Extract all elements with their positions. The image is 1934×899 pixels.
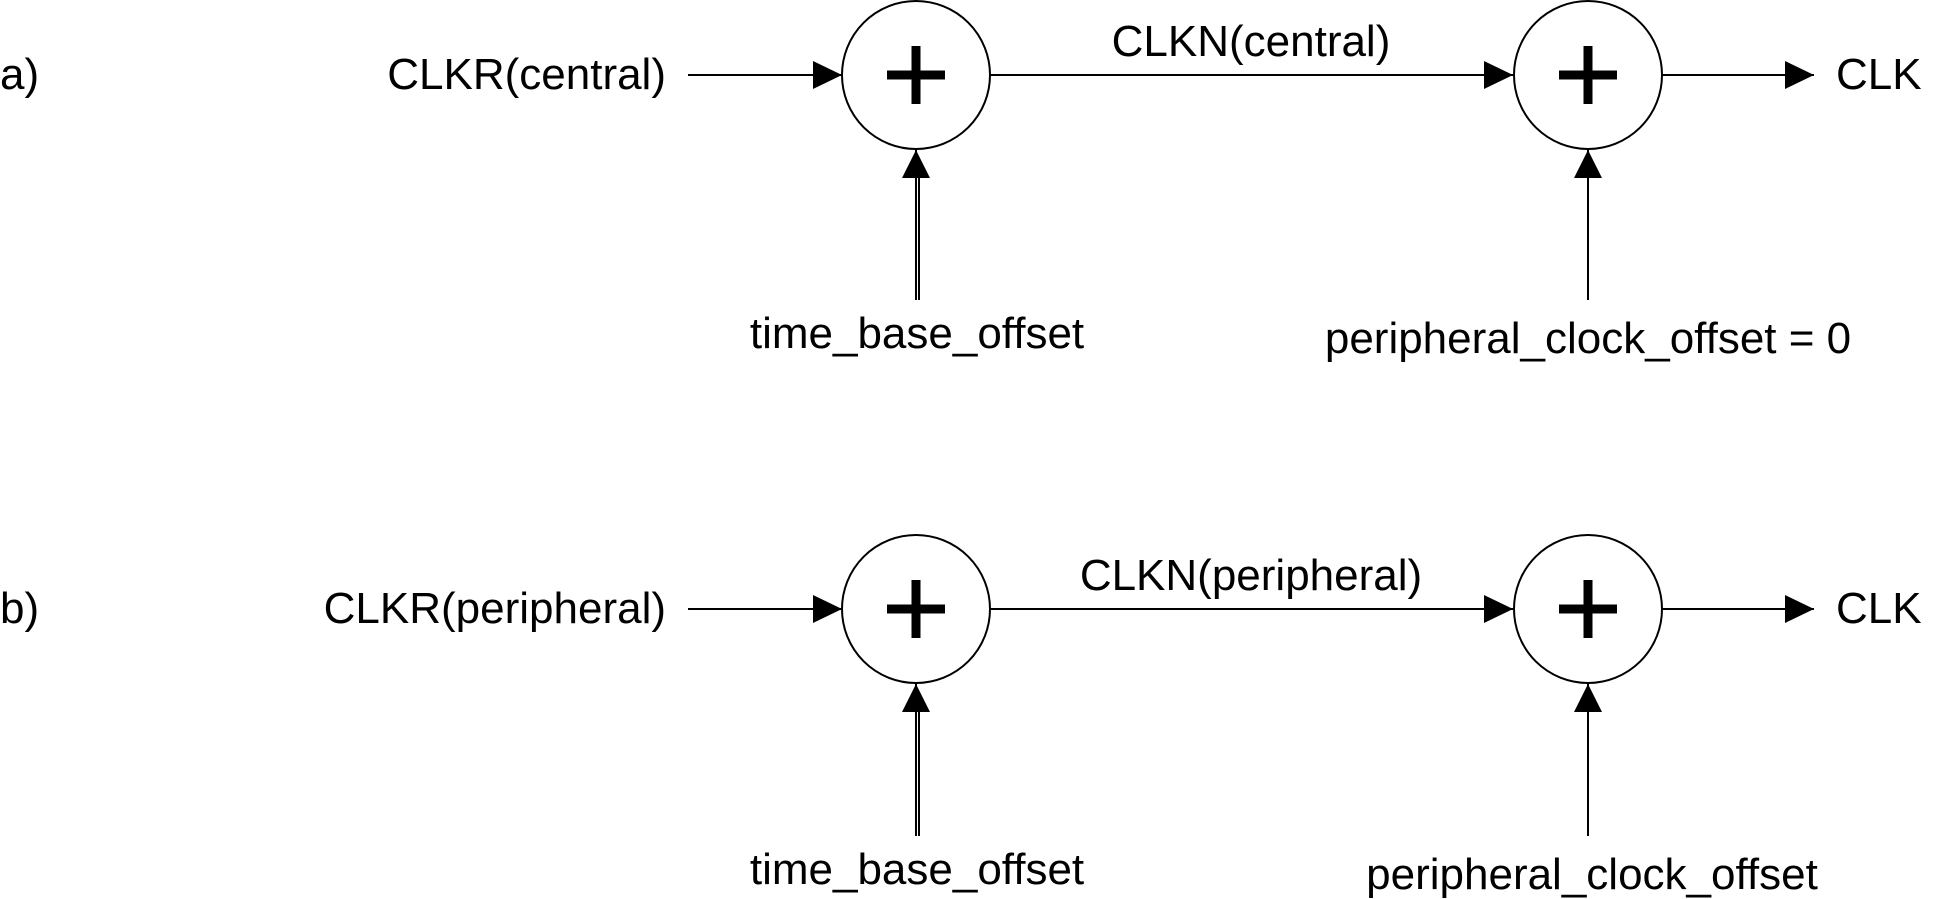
diagram-b-input-arrowhead: [813, 595, 842, 623]
diagram-a-sum-node-1: [841, 0, 991, 150]
diagram-b-offset-2-arrowhead: [1574, 684, 1602, 712]
diagram-a-sum-node-2: [1513, 0, 1663, 150]
diagram-a-offset-2-arrowhead: [1574, 150, 1602, 178]
diagram-b-sum-node-1: [841, 534, 991, 684]
diagram-b-output-arrowhead: [1785, 595, 1814, 623]
diagram-b-middle-label: CLKN(peripheral): [1080, 551, 1422, 600]
diagram-a-output-label: CLK: [1836, 50, 1922, 99]
diagram-b-sum-node-2: [1513, 534, 1663, 684]
diagram-a-input-label: CLKR(central): [387, 50, 666, 99]
diagram-b-output-label: CLK: [1836, 584, 1922, 633]
diagram-b: b) CLKR(peripheral) time_base_offset CLK…: [0, 534, 1922, 899]
diagram-a-offset-1-label: time_base_offset: [750, 309, 1084, 358]
diagram-b-input-label: CLKR(peripheral): [324, 584, 666, 633]
diagram-a: a) CLKR(central) time_base_offset CLKN(c…: [0, 0, 1922, 363]
diagram-a-middle-arrowhead: [1484, 61, 1513, 89]
diagram-b-offset-1-arrowhead: [902, 684, 930, 712]
diagram-a-middle-label: CLKN(central): [1112, 17, 1391, 66]
diagram-b-middle-arrowhead: [1484, 595, 1513, 623]
plus-icon: [1559, 46, 1617, 104]
diagram-a-label: a): [0, 50, 39, 99]
diagram-a-input-arrowhead: [813, 61, 842, 89]
diagram-a-output-arrowhead: [1785, 61, 1814, 89]
diagram-b-label: b): [0, 584, 39, 633]
plus-icon: [887, 580, 945, 638]
plus-icon: [1559, 580, 1617, 638]
plus-icon: [887, 46, 945, 104]
diagram-a-offset-1-arrowhead: [902, 150, 930, 178]
diagram-b-offset-1-label: time_base_offset: [750, 845, 1084, 894]
diagram-a-offset-2-label: peripheral_clock_offset = 0: [1325, 314, 1851, 363]
diagram-b-offset-2-label: peripheral_clock_offset: [1366, 850, 1818, 899]
